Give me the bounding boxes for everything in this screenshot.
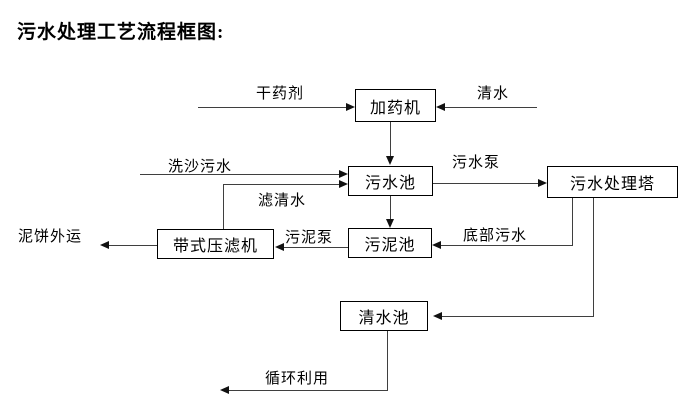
edge-filtered-water-vline xyxy=(223,184,224,229)
edge-label-recycling: 循环利用 xyxy=(265,371,330,387)
edge-sand-washing-line xyxy=(140,174,340,175)
edge-bottom-sewage-line xyxy=(441,245,573,246)
edge-sewage-pump-arrowhead-icon xyxy=(538,179,547,187)
edge-dry-chemical-line xyxy=(198,107,347,108)
edge-sludge-pump-arrowhead-icon xyxy=(275,243,284,251)
node-dosing-machine: 加药机 xyxy=(355,89,436,122)
edge-mud-cake-line xyxy=(109,245,157,246)
edge-sand-washing-arrowhead-icon xyxy=(339,170,348,178)
edge-bottom-sewage-vline xyxy=(572,198,573,246)
edge-filtered-water-arrowhead-icon xyxy=(339,180,348,188)
node-treatment-tower: 污水处理塔 xyxy=(547,166,678,198)
edge-label-filtered-water: 滤清水 xyxy=(258,193,307,209)
diagram-title: 污水处理工艺流程框图: xyxy=(17,22,225,43)
edge-dry-chemical-arrowhead-icon xyxy=(346,103,355,111)
edge-sewage-to-sludge-arrowhead-icon xyxy=(386,219,394,228)
edge-mud-cake-arrowhead-icon xyxy=(100,241,109,249)
edge-label-clean-water: 清水 xyxy=(477,86,510,102)
node-sewage-pool: 污水池 xyxy=(348,166,433,196)
edge-sludge-pump-line xyxy=(284,247,348,248)
edge-bottom-sewage-arrowhead-icon xyxy=(432,241,441,249)
edge-label-mud-cake-outbound: 泥饼外运 xyxy=(18,229,83,245)
edge-clean-water-arrowhead-icon xyxy=(436,103,445,111)
edge-label-sludge-pump: 污泥泵 xyxy=(285,230,334,246)
edge-label-bottom-sewage: 底部污水 xyxy=(463,228,528,244)
edge-tower-to-clean-vline xyxy=(593,198,594,317)
edge-dosing-to-sewage-arrowhead-icon xyxy=(386,156,394,165)
edge-label-sewage-pump: 污水泵 xyxy=(452,155,501,171)
edge-sewage-to-sludge-line xyxy=(390,196,391,220)
edge-recycling-arrowhead-icon xyxy=(220,386,229,394)
edge-filtered-water-line xyxy=(223,184,340,185)
edge-recycling-line xyxy=(229,390,388,391)
node-clean-water-pool: 清水池 xyxy=(340,301,428,331)
edge-tower-to-clean-arrowhead-icon xyxy=(433,312,442,320)
edge-recycling-vline xyxy=(387,331,388,391)
edge-clean-water-line xyxy=(445,107,537,108)
edge-dosing-to-sewage-line xyxy=(390,122,391,157)
edge-label-sand-washing-sewage: 洗沙污水 xyxy=(168,159,233,175)
node-sludge-pool: 污泥池 xyxy=(348,228,432,258)
edge-tower-to-clean-line xyxy=(442,316,594,317)
edge-label-dry-chemical: 干药剂 xyxy=(256,86,305,102)
node-belt-filter-press: 带式压滤机 xyxy=(157,229,274,259)
edge-sewage-pump-line xyxy=(433,183,538,184)
